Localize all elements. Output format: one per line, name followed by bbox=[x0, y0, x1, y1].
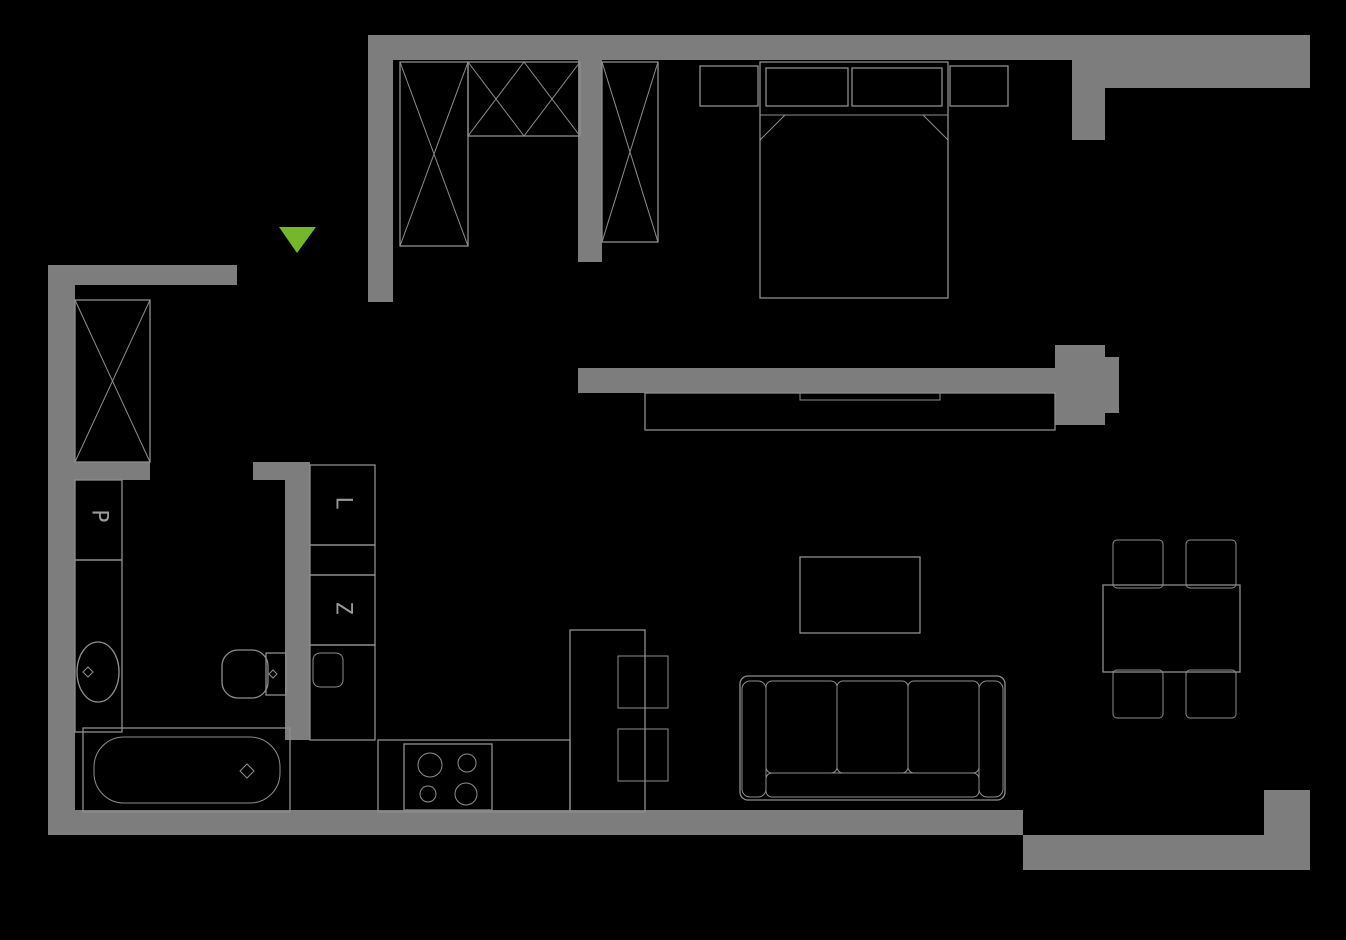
blanket-fold-line bbox=[759, 114, 786, 141]
chair-icon bbox=[1185, 539, 1237, 589]
bedroom bbox=[644, 61, 1056, 431]
dining-set bbox=[1102, 539, 1241, 719]
wall-top bbox=[368, 35, 1105, 60]
bathtub-outline bbox=[82, 727, 291, 813]
small-basin-icon bbox=[312, 652, 344, 688]
label-dishwasher: Z bbox=[331, 601, 356, 614]
wall-bath-right bbox=[285, 480, 310, 740]
double-bed-icon bbox=[759, 61, 949, 299]
sofa-cushion bbox=[836, 680, 909, 774]
chair-icon bbox=[1112, 539, 1164, 589]
toilet-bowl bbox=[221, 649, 269, 699]
wall-entry-top bbox=[48, 265, 237, 285]
sideboard-detail bbox=[799, 392, 941, 401]
shelf-unit-icon bbox=[467, 61, 581, 137]
hallway-closet bbox=[74, 299, 151, 463]
wall-top-right-stub bbox=[1072, 60, 1105, 140]
burner-icon bbox=[417, 752, 443, 778]
toilet-tank bbox=[265, 652, 287, 696]
dining-table-icon bbox=[1102, 584, 1241, 673]
sink-cabinet-icon bbox=[309, 644, 376, 741]
wall-bottom-right-lower bbox=[1023, 835, 1310, 870]
nightstand-icon bbox=[949, 65, 1009, 107]
kitchen bbox=[309, 464, 669, 813]
shelf-cross-line bbox=[467, 61, 525, 137]
wardrobe-icon bbox=[601, 61, 659, 243]
sofa-icon bbox=[739, 675, 1006, 801]
wall-dressing-divider bbox=[578, 60, 602, 262]
sofa-outline bbox=[739, 675, 1006, 801]
stove-icon bbox=[403, 743, 493, 811]
nightstand-icon bbox=[699, 65, 759, 107]
label-washer: P bbox=[87, 509, 112, 522]
cabinet-icon bbox=[309, 544, 376, 576]
label-fridge: L bbox=[331, 496, 356, 509]
closet-cross-line bbox=[74, 299, 151, 463]
sideboard-icon bbox=[644, 392, 1056, 431]
wall-left-outer bbox=[48, 285, 75, 830]
burner-icon bbox=[457, 753, 477, 773]
walls bbox=[48, 35, 1310, 870]
washbasin-icon bbox=[76, 641, 120, 703]
vanity-icon bbox=[74, 559, 123, 733]
sofa-armrest bbox=[978, 680, 1004, 798]
sofa-cushion bbox=[765, 680, 838, 774]
wall-mid-right-block bbox=[1055, 345, 1105, 425]
coffee-table-icon bbox=[799, 556, 921, 634]
entrance-arrow-icon bbox=[279, 227, 316, 253]
faucet-icon bbox=[82, 666, 94, 678]
wall-bath-top-right bbox=[253, 462, 310, 480]
sink-basin-icon bbox=[617, 728, 669, 782]
chair-icon bbox=[1112, 669, 1164, 719]
burner-icon bbox=[419, 785, 437, 803]
appliance-column bbox=[309, 464, 376, 741]
wall-bottom bbox=[48, 810, 1023, 835]
bathtub-icon bbox=[82, 727, 291, 813]
sofa-cushion bbox=[907, 680, 980, 774]
stove-outline bbox=[403, 743, 493, 811]
shelf-cross-line bbox=[523, 61, 581, 137]
toilet-icon bbox=[221, 649, 287, 699]
wall-bottom-right-corner bbox=[1264, 790, 1310, 835]
wall-bath-top-left bbox=[70, 462, 150, 480]
sink-basin-icon bbox=[617, 655, 669, 709]
wall-dressing-left bbox=[368, 60, 393, 302]
bathtub-inner bbox=[93, 736, 281, 804]
chair-icon bbox=[1185, 669, 1237, 719]
kitchen-counter-icon bbox=[569, 629, 646, 813]
wardrobe-cross-line bbox=[399, 61, 469, 247]
drain-icon bbox=[239, 763, 255, 779]
wardrobe-icon bbox=[399, 61, 469, 247]
pillow-icon bbox=[851, 67, 943, 107]
wall-bedroom-living-divider bbox=[578, 368, 1055, 393]
wardrobe-cross-line bbox=[601, 61, 659, 243]
blanket-fold-line bbox=[922, 114, 949, 141]
sofa-seat-front bbox=[765, 772, 980, 798]
closet-icon bbox=[74, 299, 151, 463]
living-room bbox=[739, 539, 1241, 801]
bed-outline bbox=[759, 61, 949, 299]
pillow-icon bbox=[765, 67, 849, 107]
burner-icon bbox=[454, 782, 478, 806]
dressing-room bbox=[399, 61, 659, 247]
wall-mid-right-tab bbox=[1105, 357, 1119, 413]
bathroom bbox=[74, 479, 291, 813]
wall-top-right-block bbox=[1100, 35, 1310, 88]
sofa-armrest bbox=[741, 680, 767, 798]
flush-icon bbox=[268, 669, 278, 679]
